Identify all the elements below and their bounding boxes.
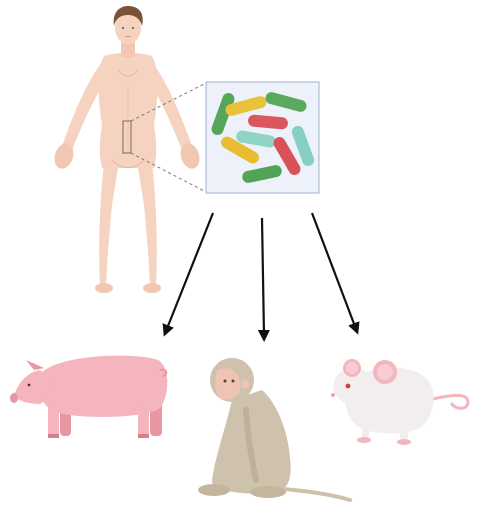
- transfer-arrows: [162, 212, 360, 343]
- arrow-to-mouse: [310, 212, 360, 335]
- arrow-to-monkey: [257, 217, 270, 343]
- bacterium-rod: [291, 125, 315, 167]
- bacterium-rod: [242, 165, 282, 183]
- pig-icon: [10, 355, 168, 438]
- bacterium-rod: [265, 92, 307, 112]
- mouse-icon: [331, 359, 470, 445]
- human-figure: [54, 6, 200, 293]
- bacterium-rod: [273, 137, 301, 175]
- bacteria-inset-icon: [205, 81, 320, 194]
- monkey-icon: [198, 358, 352, 502]
- abdomen-marker: [122, 120, 132, 154]
- bacterium-rod: [211, 92, 235, 136]
- bacterium-rod: [248, 114, 288, 130]
- bacterium-rod: [236, 130, 276, 148]
- bacterium-rod: [225, 96, 267, 116]
- zoom-lines: [130, 82, 207, 193]
- bacterium-rod: [221, 136, 259, 164]
- arrow-to-pig: [162, 212, 215, 337]
